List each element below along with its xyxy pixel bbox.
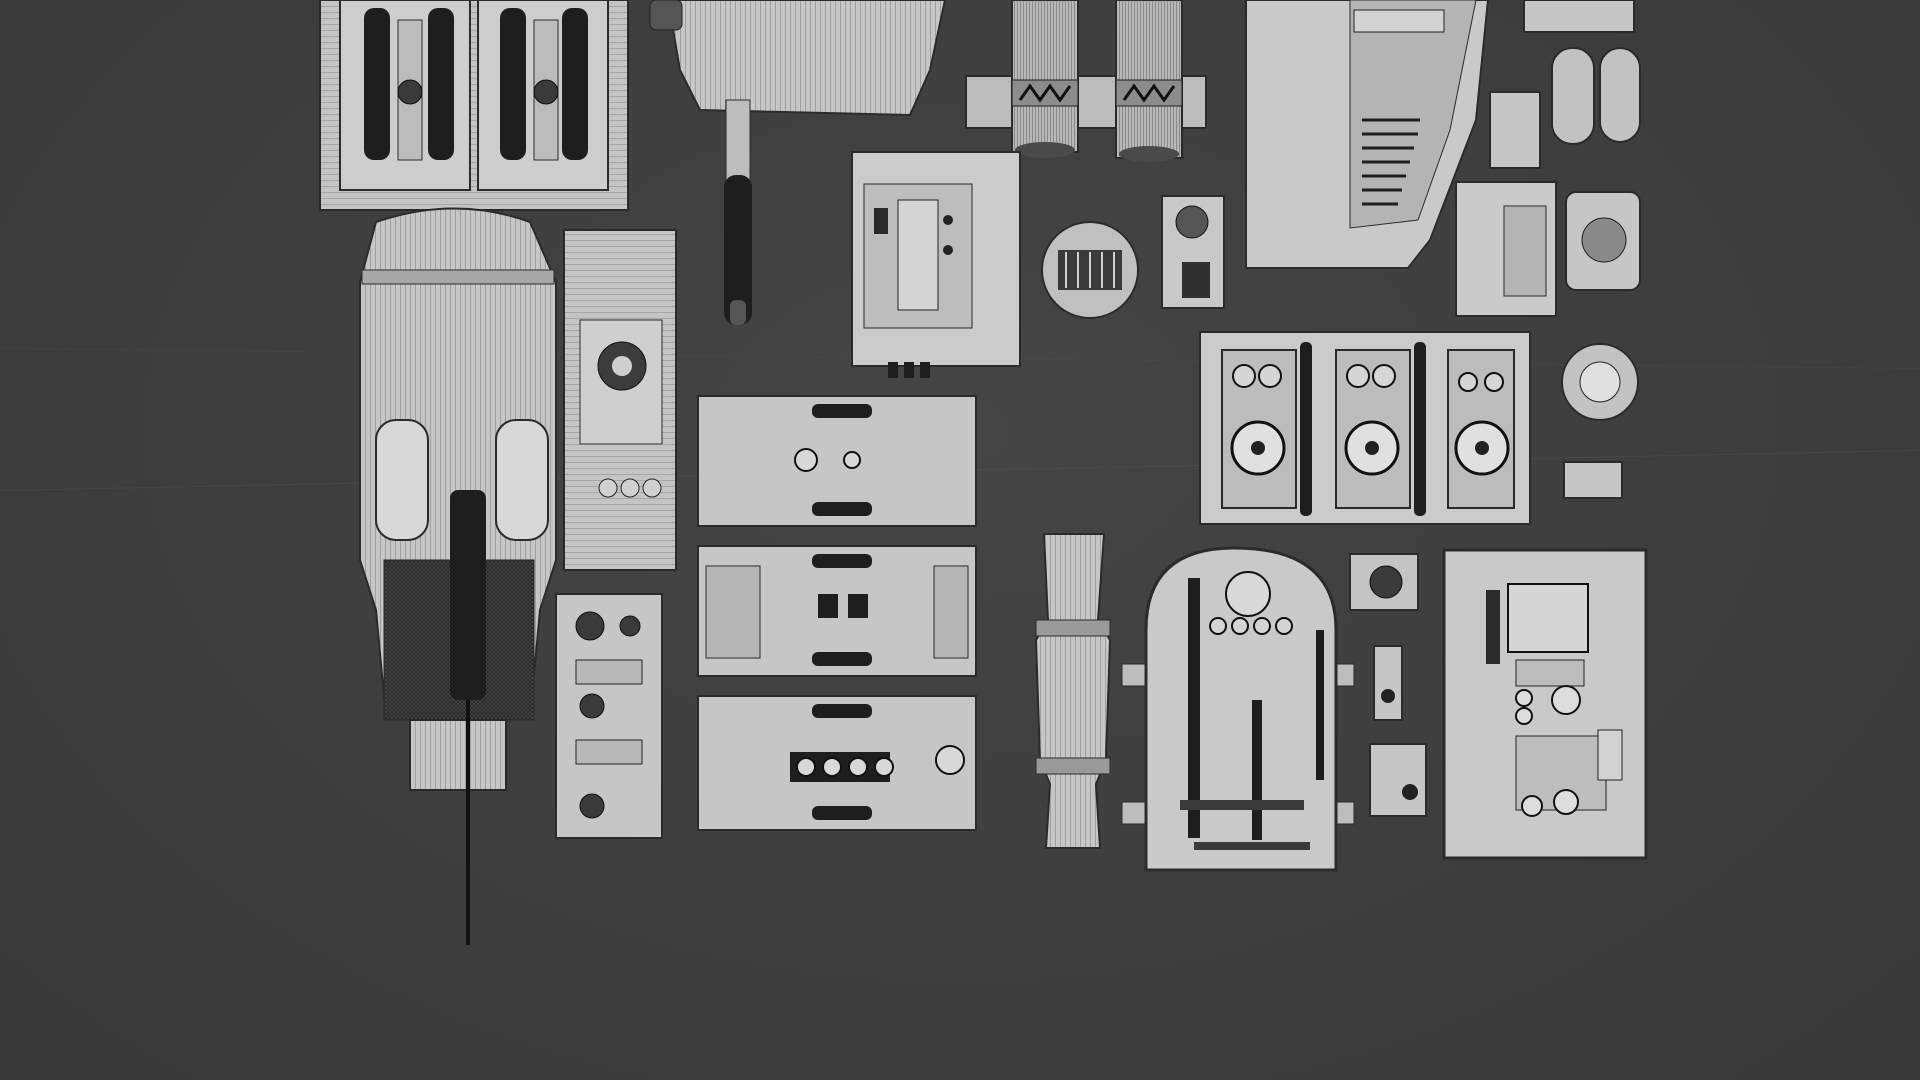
small-control-plates[interactable] bbox=[1455, 0, 1641, 499]
greeble-blocks-stack[interactable] bbox=[697, 395, 977, 831]
dual-tank-panel[interactable] bbox=[319, 0, 629, 211]
tapered-housing-with-handle[interactable] bbox=[649, 0, 947, 325]
rounded-console-panel[interactable] bbox=[1121, 546, 1355, 872]
thruster-nozzle-with-antenna[interactable] bbox=[359, 207, 557, 946]
switch-box[interactable] bbox=[851, 151, 1021, 378]
small-component-column[interactable] bbox=[555, 593, 663, 839]
small-greeble-parts[interactable] bbox=[1349, 553, 1427, 817]
circular-vent-pods[interactable] bbox=[1041, 195, 1225, 319]
sloped-vent-block[interactable] bbox=[1245, 0, 1490, 269]
triple-fan-panel[interactable] bbox=[1199, 331, 1531, 525]
circuit-control-panel[interactable] bbox=[1442, 548, 1648, 860]
canister[interactable] bbox=[1034, 533, 1112, 849]
ribbed-gauge-panel[interactable] bbox=[563, 229, 677, 571]
twin-cylinder-clamp[interactable] bbox=[965, 0, 1207, 162]
